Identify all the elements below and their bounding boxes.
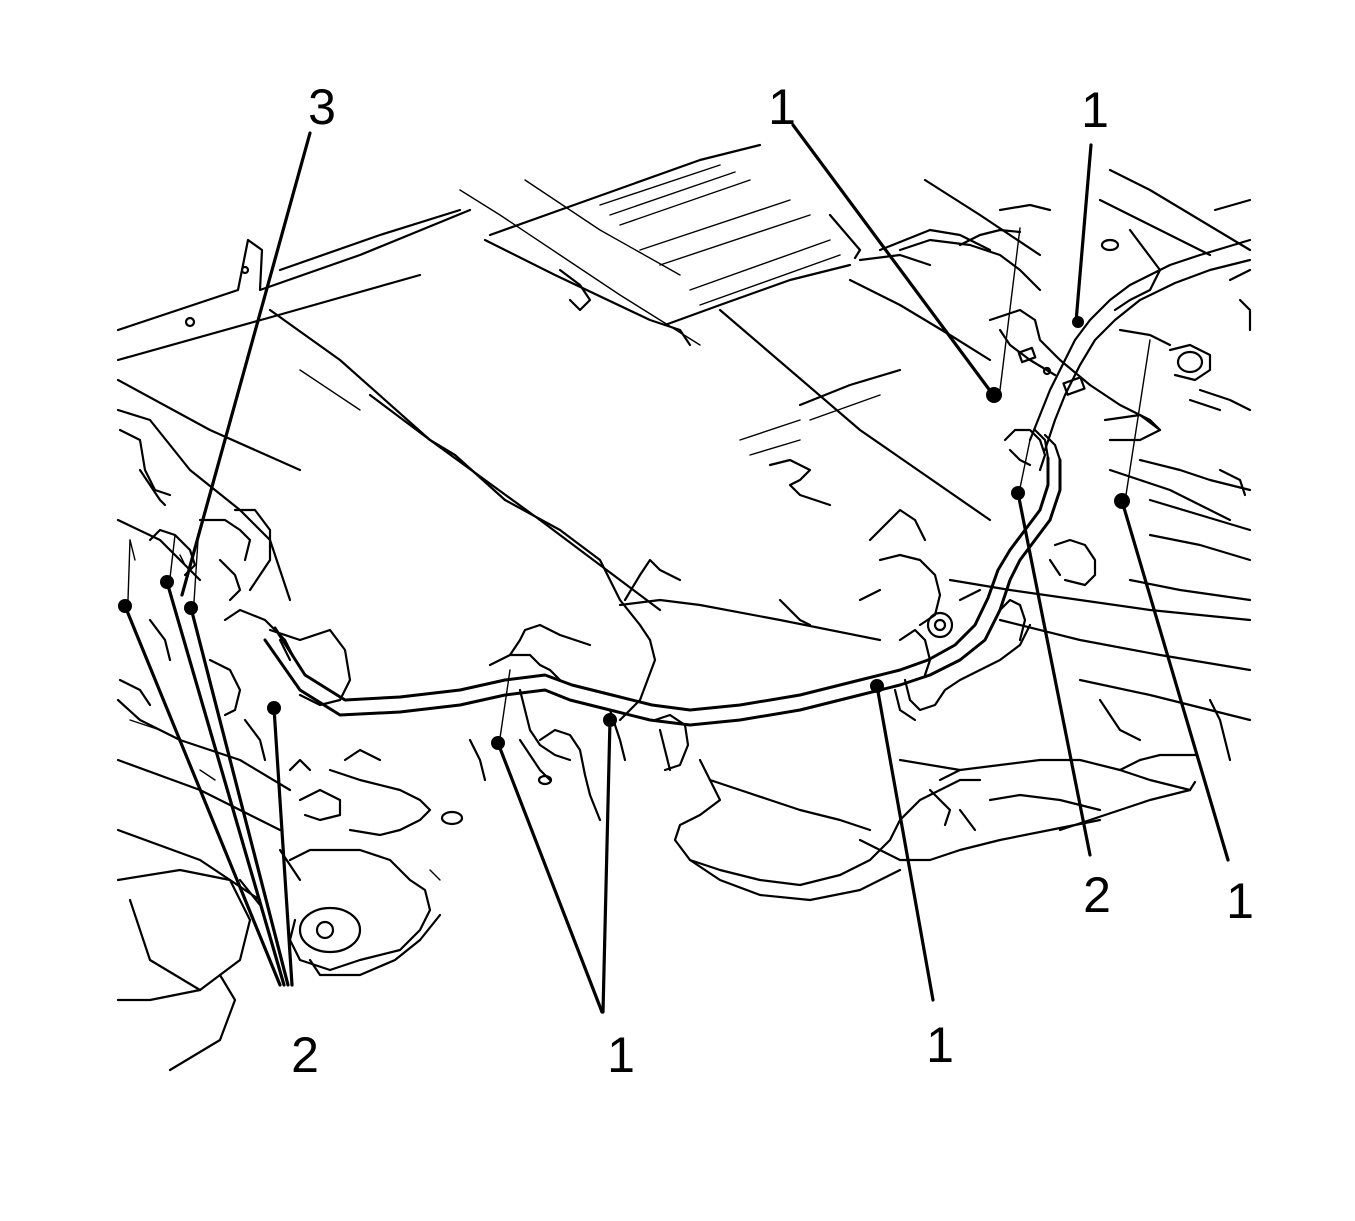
callout-leaders: [123, 123, 1230, 1014]
exhaust-pipe: [263, 238, 1252, 727]
callout-1-bottom-center-right: 1: [926, 1017, 954, 1073]
leader-3: [180, 131, 312, 597]
leader-1-bcr: [875, 684, 935, 1002]
leader-2-a: [123, 604, 282, 987]
leader-1-bcl-b: [601, 718, 612, 1014]
floor-pan: [268, 143, 992, 612]
upper-right-structure: [848, 168, 1252, 522]
callout-2-right: 2: [1083, 867, 1111, 923]
callout-1-top-right: 1: [1081, 82, 1109, 138]
callout-1-right: 1: [1226, 873, 1254, 929]
leader-1-top-right: [1074, 143, 1093, 324]
leader-1-bcl-a: [496, 741, 604, 1014]
callout-2-bottom-left: 2: [291, 1027, 319, 1083]
callout-3: 3: [308, 79, 336, 135]
leader-2-d: [272, 706, 294, 987]
lower-right-frame: [948, 498, 1252, 762]
center-hanger: [468, 623, 690, 822]
fastener-dot: [1072, 316, 1084, 328]
rear-muffler: [673, 753, 1197, 902]
callout-labels: 3 1 1 2 1 1 2 1: [291, 79, 1254, 1083]
leader-1-right: [1120, 499, 1230, 862]
right-hanger: [1003, 428, 1097, 587]
lower-left-mount: [238, 748, 464, 977]
left-hanger-bracket: [118, 428, 352, 762]
fastener-markers: [118, 227, 1151, 750]
heat-shield-body: [299, 369, 882, 722]
leader-2-b: [165, 580, 286, 987]
leader-2-c: [189, 606, 290, 987]
leader-1-top-center: [791, 123, 993, 394]
left-frame-rail: [116, 208, 472, 1072]
underbody-line-art: [116, 143, 1252, 1072]
callout-1-bottom-center-left: 1: [607, 1027, 635, 1083]
leader-2-right: [1016, 491, 1092, 857]
callout-1-top-center: 1: [768, 79, 796, 135]
